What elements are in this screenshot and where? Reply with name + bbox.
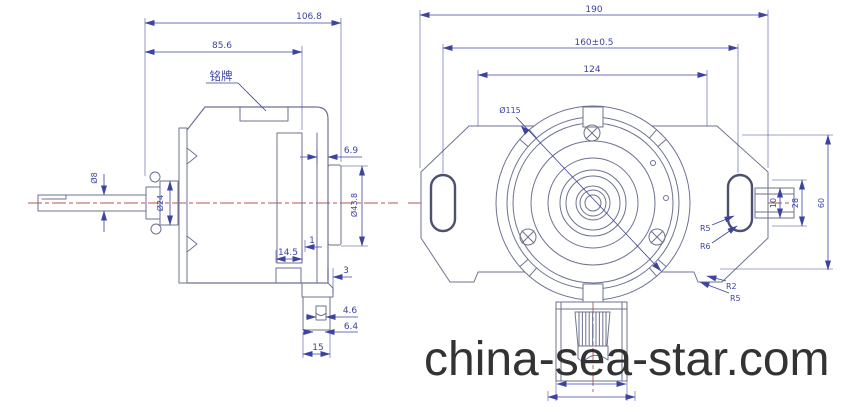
dim-mounting-pitch: 160±0.5 (574, 38, 613, 48)
dim-body-depth: 85.6 (212, 41, 232, 51)
dim-overall-width: 190 (585, 5, 602, 15)
dim-shaft-diameter: Ø8 (89, 172, 99, 183)
dim-foot-step: 3 (343, 266, 349, 276)
dim-hub-diameter: Ø24 (155, 195, 165, 211)
screw-top (583, 124, 601, 142)
dim-boss-diameter: Ø43.8 (349, 193, 359, 217)
dim-tab-height: 28 (791, 198, 800, 208)
front-view-dimensions: 190 160±0.5 124 Ø115 R5 R6 R2 R5 10 28 6… (419, 5, 833, 401)
dim-step-one: 1 (309, 236, 315, 246)
side-view-dimensions: 106.8 85.6 铭牌 6.9 Ø8 Ø24 Ø43.8 14.5 1 3 … (89, 12, 368, 358)
wire-bundle-hatch (578, 311, 607, 347)
dim-corner-radius: R2 (726, 282, 737, 291)
dim-foot-width: 15 (312, 343, 323, 353)
dim-ear-height: 60 (817, 198, 826, 208)
terminal-tab (754, 187, 795, 219)
mounting-slot-left (429, 173, 457, 233)
nameplate-label: 铭牌 (210, 69, 233, 83)
dim-tab-width: 10 (769, 198, 778, 208)
side-view-geometry (37, 106, 342, 331)
nameplate-outline (239, 106, 289, 122)
shaft-hole (584, 194, 602, 212)
dim-slot-radius2: R6 (700, 242, 711, 251)
mounting-slot-right (726, 173, 754, 233)
dim-slot-radius: R5 (700, 224, 711, 233)
screw-bottom-left (519, 228, 537, 246)
dim-flange-diameter: Ø115 (499, 105, 521, 115)
dim-inner-width: 124 (583, 65, 600, 75)
dim-hole-pitch: 6.4 (344, 322, 359, 332)
wire-tag (577, 345, 609, 361)
screw-bottom-right (648, 228, 666, 246)
watermark-text: china-sea-star.com (424, 333, 830, 386)
dim-end-gap: 6.9 (344, 146, 359, 156)
dim-corner-radius2: R5 (730, 294, 741, 303)
front-view-geometry (420, 105, 795, 382)
dim-hole-width: 4.6 (343, 306, 358, 316)
dim-vent-depth: 14.5 (278, 248, 298, 258)
dim-overall-depth: 106.8 (296, 12, 322, 22)
